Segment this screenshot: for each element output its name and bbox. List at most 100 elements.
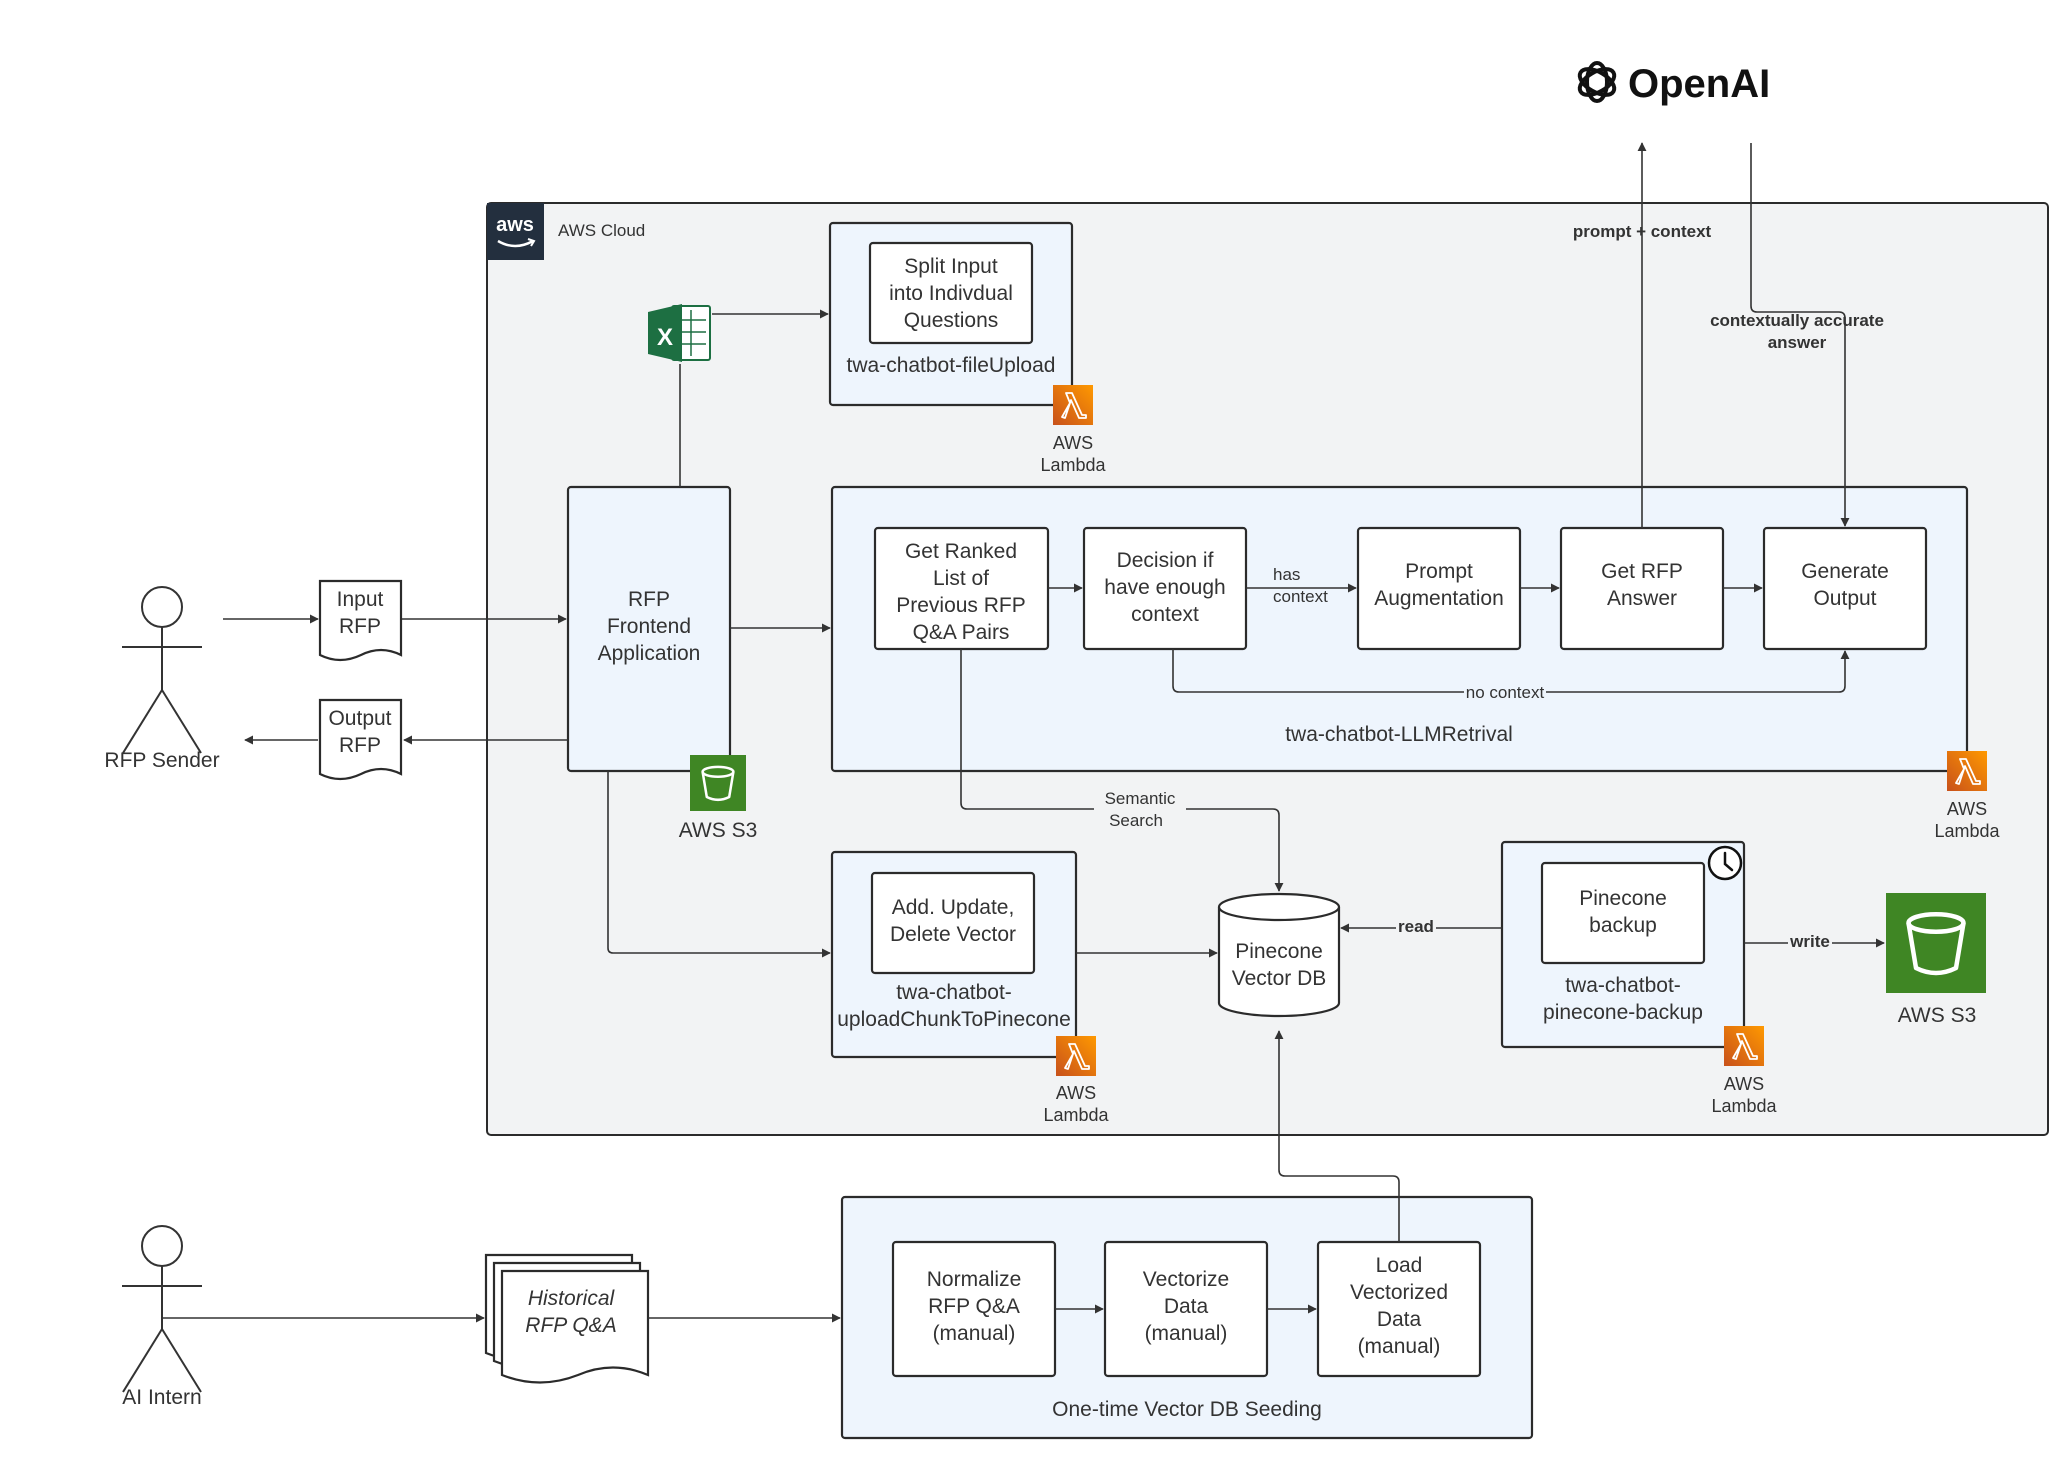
lambda-label-4-lambda: Lambda bbox=[1711, 1096, 1777, 1116]
no-context-label: no context bbox=[1466, 683, 1545, 702]
lambda-icon bbox=[1947, 751, 1987, 791]
get-answer-line-2: Answer bbox=[1607, 587, 1677, 610]
lambda-icon bbox=[1724, 1026, 1764, 1066]
rfp-sender-label: RFP Sender bbox=[104, 749, 219, 772]
rfp-sender-person-icon bbox=[121, 586, 203, 754]
backup-inner-line-1: Pinecone bbox=[1579, 887, 1667, 910]
prompt-context-label: prompt + context bbox=[1573, 222, 1712, 241]
lambda-icon bbox=[1056, 1036, 1096, 1076]
historical-line-2: RFP Q&A bbox=[525, 1314, 616, 1337]
svg-text:aws: aws bbox=[496, 214, 534, 236]
split-input-line-3: Questions bbox=[904, 309, 999, 332]
backup-title-2: pinecone-backup bbox=[1543, 1001, 1703, 1024]
accurate-answer-label-2: answer bbox=[1768, 333, 1827, 352]
lambda-label-3-lambda: Lambda bbox=[1043, 1105, 1109, 1125]
backup-title-1: twa-chatbot- bbox=[1565, 974, 1681, 997]
clock-icon bbox=[1707, 845, 1743, 881]
frontend-line-3: Application bbox=[598, 642, 701, 665]
generate-output-line-1: Generate bbox=[1801, 560, 1889, 583]
ai-intern-label: AI Intern bbox=[122, 1386, 201, 1409]
add-update-delete-vector-step bbox=[870, 871, 1036, 975]
pinecone-backup-step bbox=[1540, 861, 1706, 965]
vectorize-line-2: Data bbox=[1164, 1295, 1209, 1318]
get-ranked-line-3: Previous RFP bbox=[896, 594, 1026, 617]
file-upload-title: twa-chatbot-fileUpload bbox=[847, 354, 1056, 377]
historical-rfp-document-stack bbox=[484, 1253, 650, 1384]
pinecone-db-line-1: Pinecone bbox=[1235, 940, 1323, 963]
openai-label: OpenAI bbox=[1628, 62, 1770, 106]
generate-output-step bbox=[1762, 526, 1928, 651]
prompt-aug-line-1: Prompt bbox=[1405, 560, 1473, 583]
normalize-line-2: RFP Q&A bbox=[928, 1295, 1020, 1318]
normalize-line-1: Normalize bbox=[927, 1268, 1022, 1291]
output-rfp-line-2: RFP bbox=[339, 734, 381, 757]
load-line-2: Vectorized bbox=[1350, 1281, 1448, 1304]
arrow-openai-to-generate bbox=[1750, 143, 1850, 527]
arrow-frontend-to-upload-chunk bbox=[607, 771, 831, 958]
input-rfp-line-2: RFP bbox=[339, 615, 381, 638]
pinecone-db-line-2: Vector DB bbox=[1232, 967, 1327, 990]
add-update-line-2: Delete Vector bbox=[890, 923, 1016, 946]
semantic-search-label-1: Semantic bbox=[1105, 789, 1176, 808]
input-rfp-document bbox=[318, 579, 403, 662]
vectorize-line-1: Vectorize bbox=[1143, 1268, 1229, 1291]
accurate-answer-label-1: contextually accurate bbox=[1710, 311, 1884, 330]
llm-retrieval-title: twa-chatbot-LLMRetrival bbox=[1285, 723, 1513, 746]
get-ranked-line-4: Q&A Pairs bbox=[913, 621, 1010, 644]
s3-small-label: AWS S3 bbox=[679, 819, 758, 842]
lambda-label-1-aws: AWS bbox=[1053, 433, 1093, 453]
output-rfp-line-1: Output bbox=[328, 707, 391, 730]
add-update-line-1: Add. Update, bbox=[892, 896, 1015, 919]
get-answer-line-1: Get RFP bbox=[1601, 560, 1683, 583]
seeding-title: One-time Vector DB Seeding bbox=[1052, 1398, 1322, 1421]
openai-logo: OpenAI bbox=[1577, 61, 1770, 106]
rfp-frontend-application bbox=[566, 485, 732, 773]
s3-bucket-icon bbox=[1886, 893, 1986, 993]
split-input-line-1: Split Input bbox=[904, 255, 998, 278]
get-ranked-line-2: List of bbox=[933, 567, 989, 590]
lambda-icon bbox=[1053, 385, 1093, 425]
lambda-label-2-aws: AWS bbox=[1947, 799, 1987, 819]
output-rfp-document bbox=[318, 698, 403, 781]
lambda-label-3-aws: AWS bbox=[1056, 1083, 1096, 1103]
lambda-label-2-lambda: Lambda bbox=[1934, 821, 2000, 841]
excel-icon: X bbox=[648, 304, 711, 362]
arrow-load-to-pinecone bbox=[1274, 1030, 1400, 1242]
pinecone-vector-db bbox=[1217, 892, 1341, 1018]
read-label: read bbox=[1398, 917, 1434, 936]
get-ranked-line-1: Get Ranked bbox=[905, 540, 1017, 563]
backup-inner-line-2: backup bbox=[1589, 914, 1657, 937]
s3-right-label: AWS S3 bbox=[1898, 1004, 1977, 1027]
prompt-aug-line-2: Augmentation bbox=[1374, 587, 1504, 610]
decision-line-2: have enough bbox=[1104, 576, 1225, 599]
frontend-line-2: Frontend bbox=[607, 615, 691, 638]
s3-bucket-icon bbox=[690, 755, 746, 811]
svg-text:X: X bbox=[657, 324, 673, 351]
decision-line-3: context bbox=[1131, 603, 1199, 626]
frontend-line-1: RFP bbox=[628, 588, 670, 611]
write-label: write bbox=[1789, 932, 1830, 951]
lambda-label-1-lambda: Lambda bbox=[1040, 455, 1106, 475]
aws-cloud-label: AWS Cloud bbox=[558, 221, 645, 240]
has-context-label-2: context bbox=[1273, 587, 1328, 606]
split-input-line-2: into Indivdual bbox=[889, 282, 1013, 305]
vectorize-line-3: (manual) bbox=[1145, 1322, 1228, 1345]
aws-logo-icon: aws bbox=[487, 203, 544, 260]
split-input-step bbox=[868, 241, 1034, 345]
historical-line-1: Historical bbox=[528, 1287, 616, 1310]
has-context-label-1: has bbox=[1273, 565, 1300, 584]
upload-chunk-title-1: twa-chatbot- bbox=[896, 981, 1012, 1004]
load-line-4: (manual) bbox=[1358, 1335, 1441, 1358]
load-line-1: Load bbox=[1376, 1254, 1423, 1277]
lambda-label-4-aws: AWS bbox=[1724, 1074, 1764, 1094]
upload-chunk-title-2: uploadChunkToPinecone bbox=[837, 1008, 1071, 1031]
load-line-3: Data bbox=[1377, 1308, 1422, 1331]
input-rfp-line-1: Input bbox=[337, 588, 384, 611]
ai-intern-person-icon bbox=[121, 1225, 203, 1393]
openai-logo-icon bbox=[1577, 61, 1617, 103]
semantic-search-label-2: Search bbox=[1109, 811, 1163, 830]
decision-line-1: Decision if bbox=[1117, 549, 1214, 572]
normalize-line-3: (manual) bbox=[933, 1322, 1016, 1345]
